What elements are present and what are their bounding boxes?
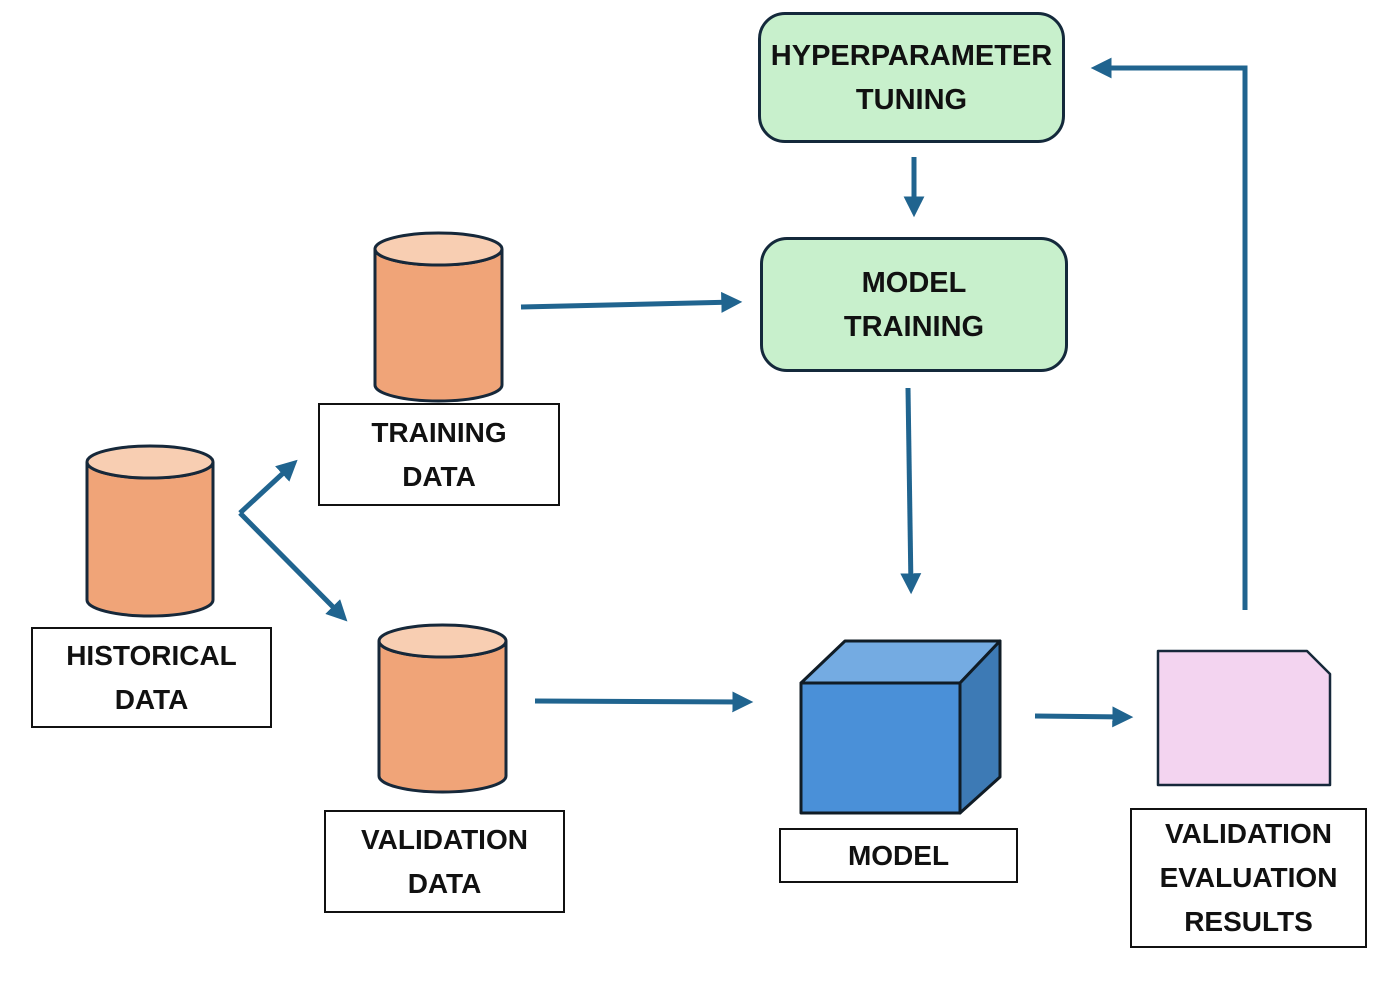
historical-data-cylinder-top [85,444,215,480]
training-data-cylinder-top [373,231,504,267]
training-data-cylinder [373,248,504,403]
arrow-training-to-model-training [520,291,743,313]
node-hyperparameter-tuning: HYPERPARAMETER TUNING [758,12,1065,143]
model-cube-front [799,681,962,815]
node-model-training: MODEL TRAINING [760,237,1068,372]
validation-data-cylinder-top [377,623,508,659]
label-training-data: TRAINING DATA [318,403,560,506]
arrow-validation-to-model [534,691,754,713]
arrow-historical-to-validation [238,511,348,622]
validation-data-cylinder [377,640,508,794]
label-validation-evaluation-results-text: VALIDATION EVALUATION RESULTS [1159,818,1338,937]
label-validation-data: VALIDATION DATA [324,810,565,913]
arrow-model-training-to-model [900,387,922,595]
label-model: MODEL [779,828,1018,883]
arrow-historical-to-training [238,459,298,515]
label-historical-data: HISTORICAL DATA [31,627,272,728]
historical-data-cylinder [85,461,215,618]
validation-results-card [1156,649,1332,787]
arrow-model-to-results [1034,706,1134,728]
label-historical-data-text: HISTORICAL DATA [66,639,237,715]
label-model-text: MODEL [847,839,950,871]
arrow-results-to-tuning-feedback [1090,57,1248,610]
node-model-training-label: MODEL TRAINING [843,266,985,343]
node-hyperparameter-tuning-label: HYPERPARAMETER TUNING [770,39,1053,116]
label-training-data-text: TRAINING DATA [371,416,507,492]
label-validation-evaluation-results: VALIDATION EVALUATION RESULTS [1130,808,1367,948]
label-validation-data-text: VALIDATION DATA [361,823,528,899]
